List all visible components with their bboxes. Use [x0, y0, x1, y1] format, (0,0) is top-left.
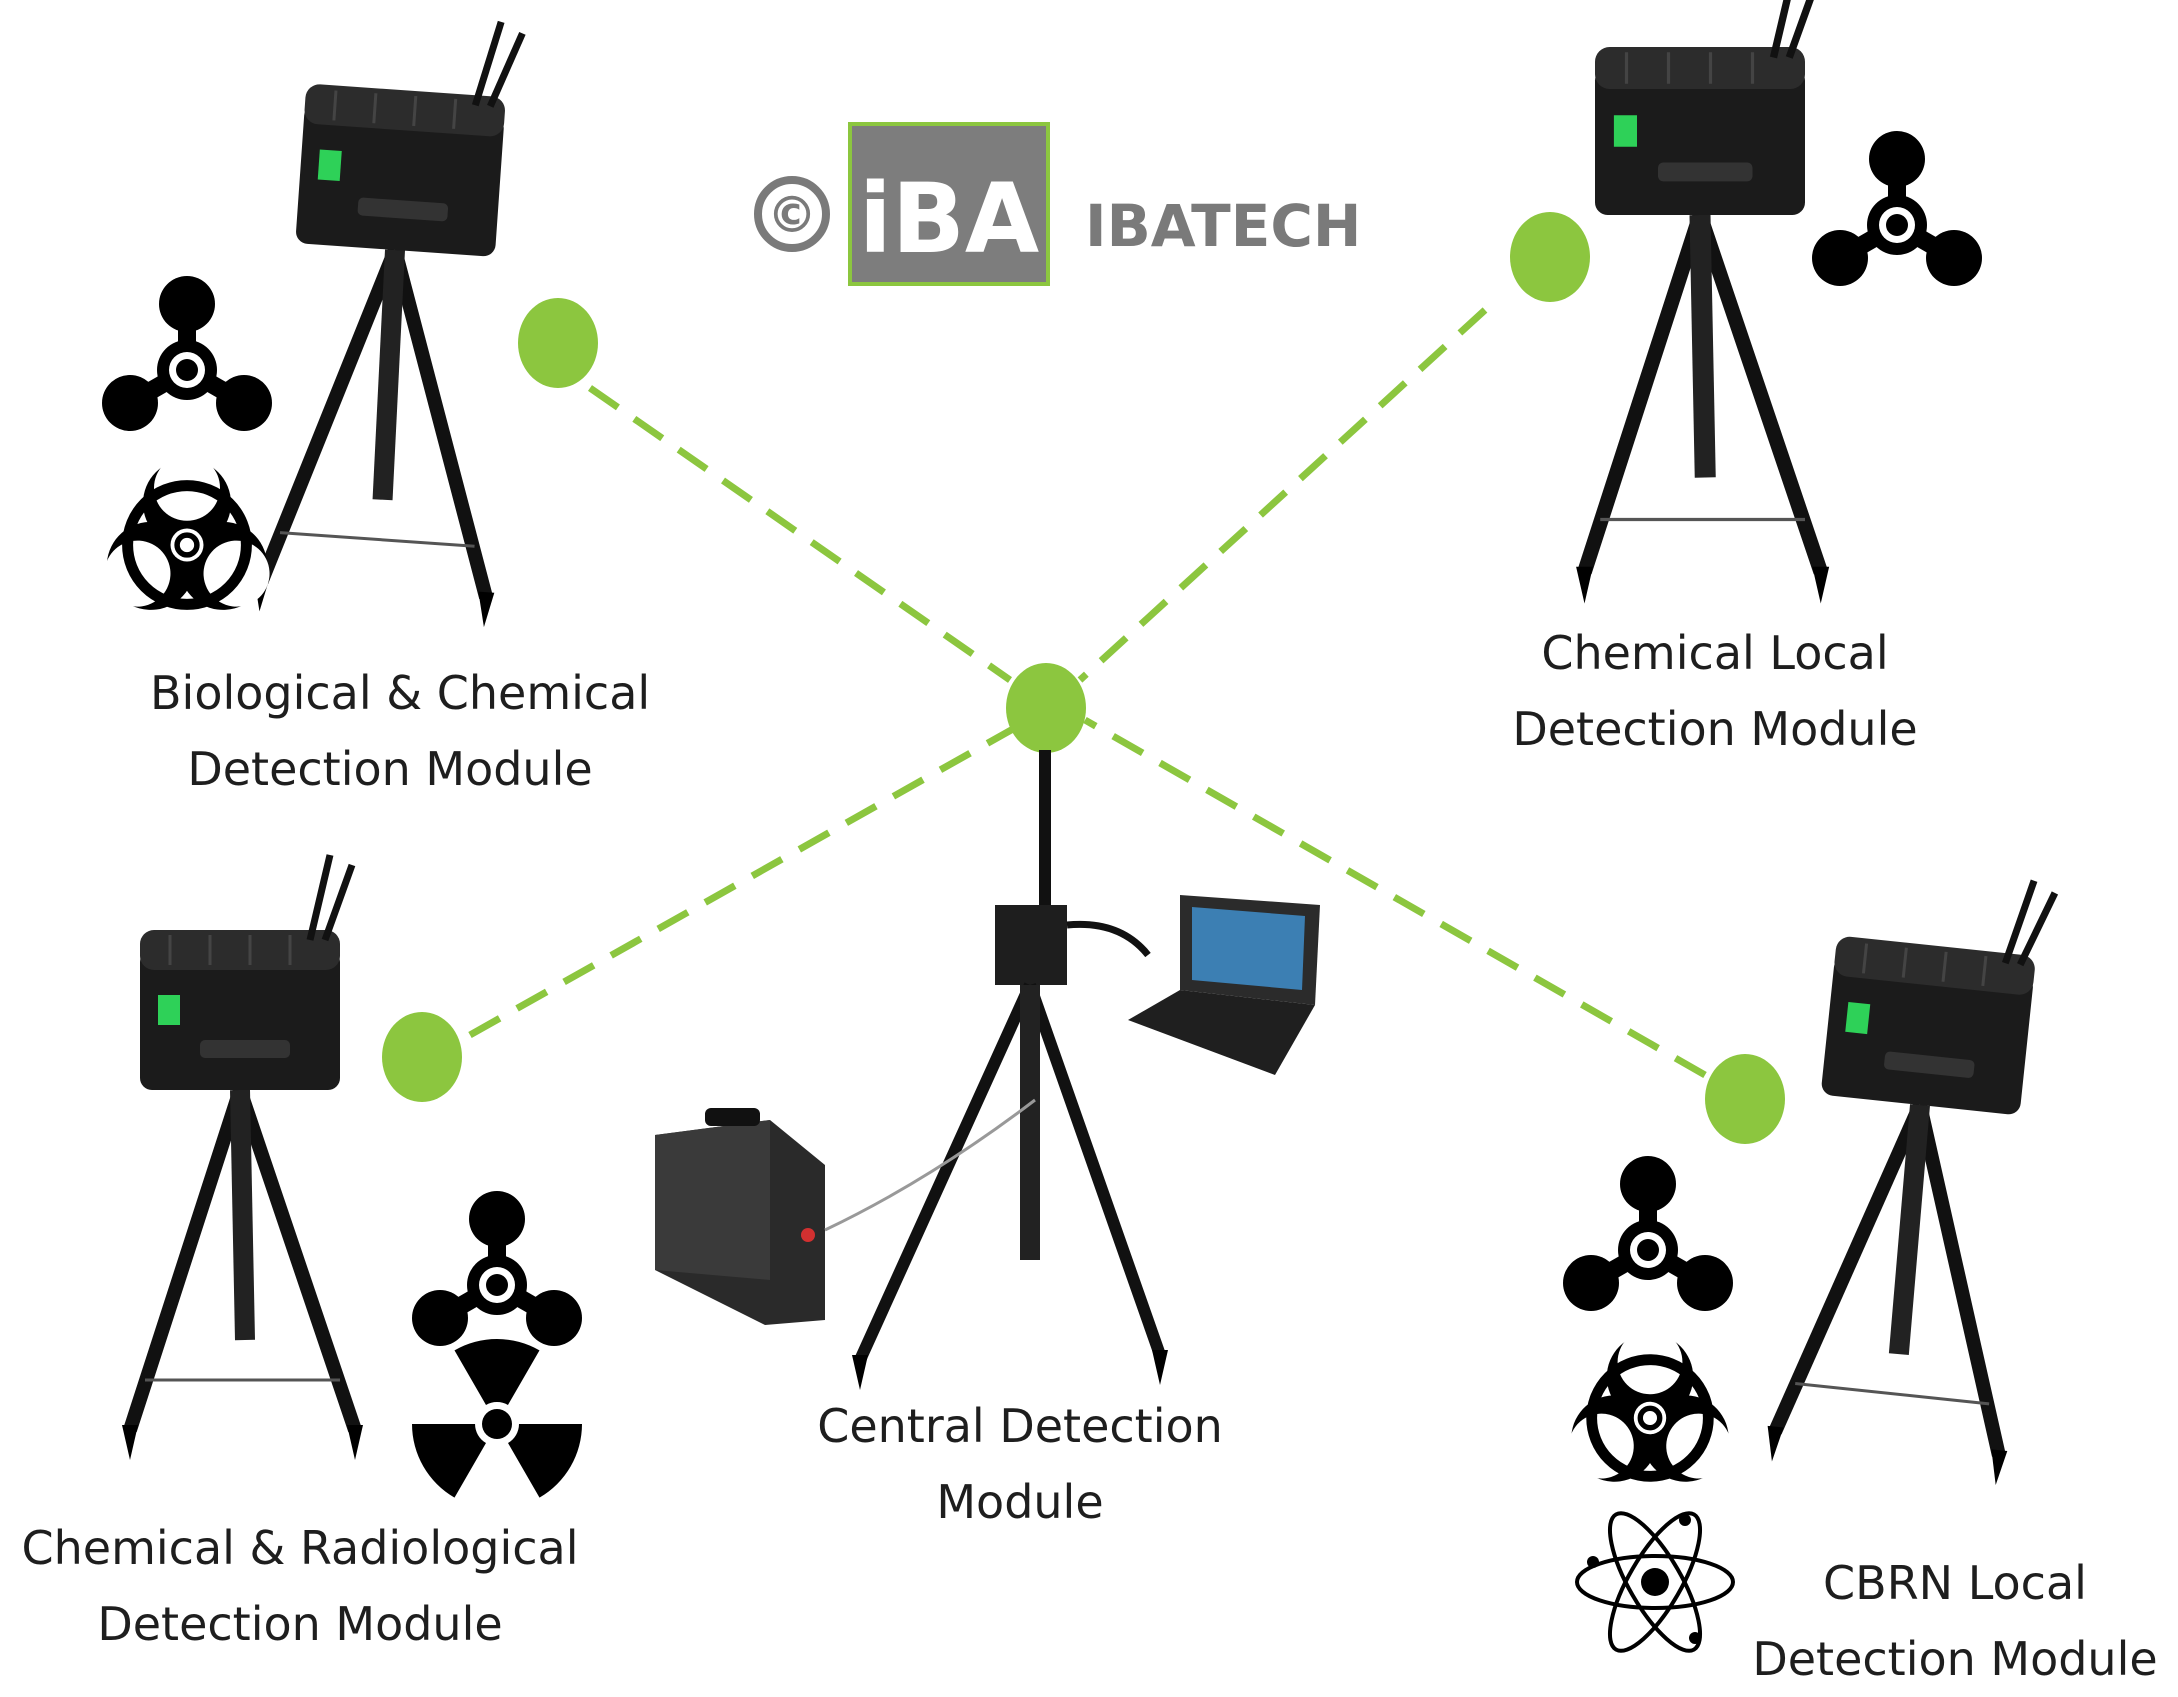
module-label-cbrn-local: CBRN Local Detection Module	[1752, 1556, 2158, 1686]
logo-mark-text: iBA	[859, 163, 1039, 275]
station-central	[655, 750, 1320, 1390]
company-name: IBATECH	[1085, 192, 1361, 260]
power-case-icon	[655, 1098, 1036, 1325]
biohazard-icon	[87, 455, 287, 628]
station-cbrn-local	[1552, 859, 2067, 1665]
company-logo: © iBA IBATECH	[754, 122, 1361, 286]
copyright-symbol: ©	[767, 186, 817, 244]
module-label-bio-chem: Biological & Chemical Detection Module	[150, 666, 651, 796]
node-bio-chem	[518, 298, 598, 388]
chemical-weapon-icon	[102, 276, 272, 431]
network-nodes	[382, 212, 1785, 1144]
station-bio-chem	[87, 7, 534, 628]
chemical-weapon-icon	[1563, 1156, 1733, 1311]
network-links	[468, 307, 1707, 1079]
station-chem-local	[1576, 0, 1982, 604]
link-cbrn-local	[1083, 716, 1707, 1079]
module-label-chem-rad: Chemical & Radiological Detection Module	[21, 1521, 579, 1651]
node-chem-rad	[382, 1012, 462, 1102]
module-label-central: Central Detection Module	[817, 1399, 1223, 1529]
node-chem-local	[1510, 212, 1590, 302]
chemical-weapon-icon	[412, 1191, 582, 1346]
logo-mark	[848, 122, 1050, 286]
chemical-weapon-icon	[1812, 131, 1982, 286]
station-chem-rad	[122, 855, 582, 1498]
link-bio-chem	[588, 385, 1012, 683]
atom-icon	[1575, 1499, 1735, 1665]
node-cbrn-local	[1705, 1054, 1785, 1144]
biohazard-icon	[1552, 1329, 1749, 1499]
laptop-icon	[1128, 895, 1320, 1075]
link-chem-local	[1077, 307, 1488, 683]
copyright-icon	[754, 176, 830, 252]
node-central	[1006, 663, 1086, 753]
module-label-chem-local: Chemical Local Detection Module	[1512, 626, 1918, 756]
